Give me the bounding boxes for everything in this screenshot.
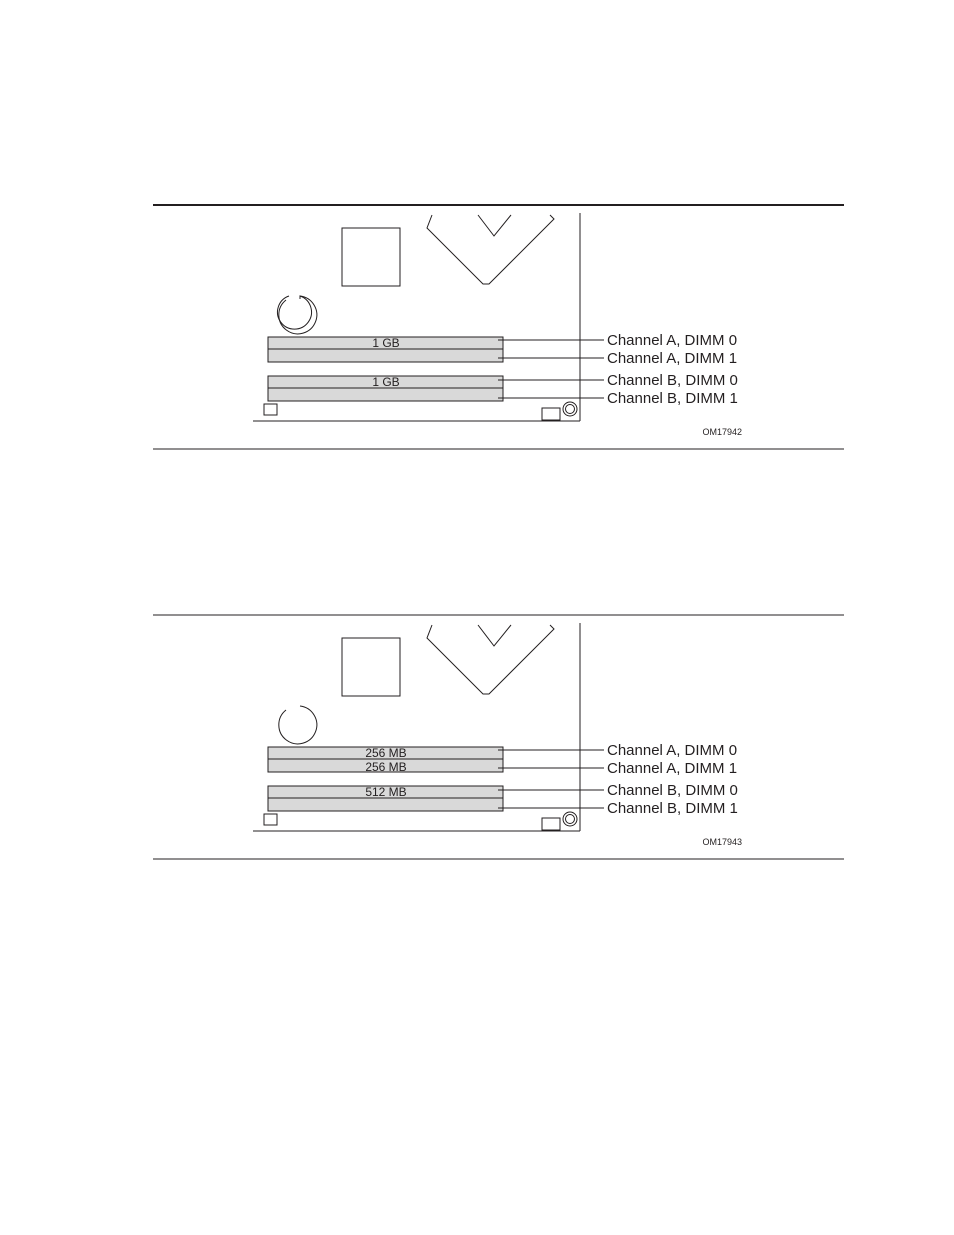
callout-channel-b-dimm-1: Channel B, DIMM 1 [607,800,738,817]
callout-channel-b-dimm-0: Channel B, DIMM 0 [607,782,738,799]
callout-channel-a-dimm-1: Channel A, DIMM 1 [607,350,737,367]
battery-icon [278,705,318,745]
callout-channel-a-dimm-1: Channel A, DIMM 1 [607,760,737,777]
callout-channel-a-dimm-0: Channel A, DIMM 0 [607,742,737,759]
chip-square [341,227,401,287]
leader-lines-figure-2 [498,749,604,809]
figure-1: 1 GB 1 GB Channel A, DIMM 0 Channel A, D… [153,204,844,450]
callout-channel-a-dimm-0: Channel A, DIMM 0 [607,332,737,349]
dimm-label-a0: 1 GB [372,336,399,350]
callout-channel-b-dimm-0: Channel B, DIMM 0 [607,372,738,389]
dimm-slot-b1 [267,387,504,402]
callout-channel-b-dimm-1: Channel B, DIMM 1 [607,390,738,407]
board-outline [253,623,581,832]
chip-square [341,637,401,697]
dimm-label-a0: 256 MB [365,746,406,760]
mounting-hole-outer [562,811,578,827]
battery-outline [278,295,318,335]
board-outline [253,213,581,422]
leader-lines-figure-1 [498,339,604,399]
mounting-hole-outer [562,401,578,417]
dimm-slot-a1 [267,348,504,363]
connector-block [541,407,561,421]
dimm-label-b0: 512 MB [365,785,406,799]
dimm-slot-a1 [267,758,504,773]
mounting-hole-inner [565,814,575,824]
dimm-slots-figure-2: 256 MB 256 MB 512 MB [267,746,504,812]
mounting-hole-inner [565,404,575,414]
connector-block [541,817,561,831]
figure-2: 256 MB 256 MB 512 MB Channel A, DIMM 0 C… [153,614,844,860]
dimm-label-a1: 256 MB [365,760,406,774]
processor-socket [426,624,555,695]
dimm-slot-b1 [267,797,504,812]
dimm-label-b0: 1 GB [372,375,399,389]
jumper-block [263,403,278,416]
processor-socket [426,214,555,285]
jumper-block [263,813,278,826]
dimm-slots-figure-1: 1 GB 1 GB [267,336,504,402]
figure-id: OM17942 [702,427,742,437]
figure-id: OM17943 [702,837,742,847]
battery-icon [277,295,312,330]
